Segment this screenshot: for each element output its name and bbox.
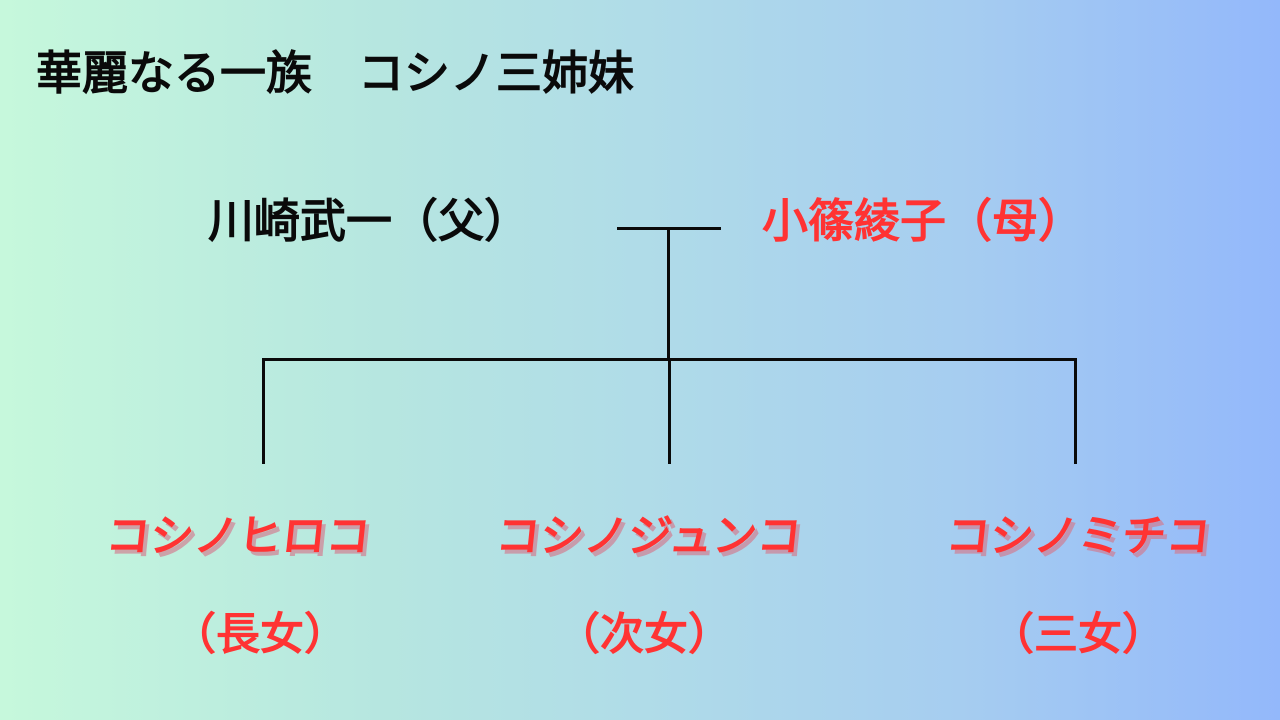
child-name-third: コシノミチコ	[943, 511, 1213, 562]
child-role-eldest: （長女）	[172, 609, 348, 660]
page-title: 華麗なる一族 コシノ三姉妹	[36, 46, 634, 100]
child-drop-line-3	[1074, 358, 1077, 464]
child-role-third: （三女）	[990, 609, 1166, 660]
descent-stem	[667, 227, 670, 361]
child-role-second: （次女）	[556, 609, 732, 660]
child-name-eldest: コシノヒロコ	[103, 511, 373, 562]
child-drop-line-1	[262, 358, 265, 464]
mother-label: 小篠綾子（母）	[762, 194, 1084, 248]
child-name-second: コシノジュンコ	[493, 511, 804, 562]
father-label: 川崎武一（父）	[208, 194, 530, 248]
child-drop-line-2	[668, 358, 671, 464]
